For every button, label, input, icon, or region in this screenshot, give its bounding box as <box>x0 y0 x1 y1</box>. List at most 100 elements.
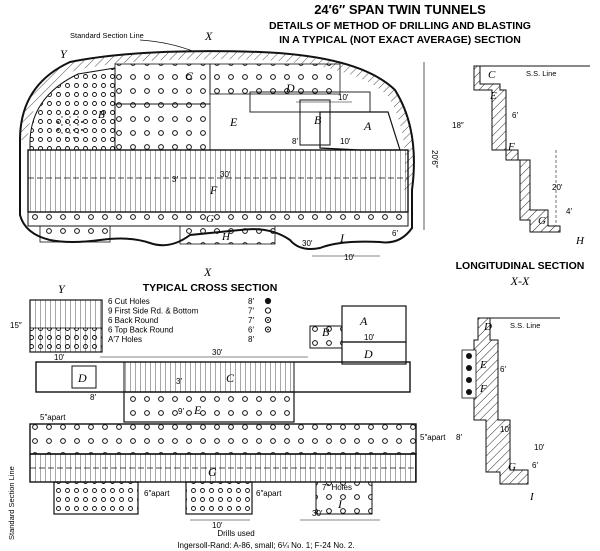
label-c-upper: C <box>185 69 194 83</box>
legend-item-depth: 8′ <box>248 335 254 344</box>
section-marker-x-top: X <box>204 29 213 43</box>
dim-d3: 8′ <box>292 137 298 146</box>
long-upper-ss-label: S.S. Line <box>526 69 556 78</box>
section-marker-x-bottom: X <box>203 265 212 279</box>
title-line-1: 24′6″ SPAN TWIN TUNNELS <box>314 2 486 17</box>
legend-item-depth: 7′ <box>248 316 254 325</box>
long-lower-hole-4 <box>466 389 472 395</box>
longitudinal-section-upper: S.S. Line C E F G H 18″ 6′ 20′ 4′ LONGIT… <box>452 65 590 288</box>
long-lower-ss-label: S.S. Line <box>510 321 540 330</box>
long-upper-e: E <box>489 90 497 102</box>
lower-dim-10a: 10′ <box>54 353 65 362</box>
zone-top-right-holes <box>209 63 341 95</box>
lower-bench-c <box>123 361 295 393</box>
lower-5apart-right: 5″apart <box>420 433 446 442</box>
zone-e-holes <box>114 103 211 151</box>
lower-heading-left-cuts <box>29 327 103 353</box>
drills-detail: Ingersoll-Rand: A-86, small; 6¼ No. 1; F… <box>177 541 354 550</box>
lower-6apart-right: 6″apart <box>256 489 282 498</box>
long-upper-d6: 6′ <box>512 111 518 120</box>
legend-item-depth: 7′ <box>248 307 254 316</box>
long-upper-h: H <box>575 235 585 247</box>
long-lower-hole-column <box>461 349 477 399</box>
lower-label-i: I <box>337 497 343 511</box>
label-e-upper: E <box>229 115 238 129</box>
long-lower-d: D <box>483 321 492 333</box>
long-upper-d4: 4′ <box>566 207 572 216</box>
caption-longitudinal-2: X-X <box>510 274 530 288</box>
lower-label-d-right: D <box>363 347 373 361</box>
legend-item: 6 Cut Holes 8′ <box>108 297 272 306</box>
long-lower-e: E <box>479 359 487 371</box>
lower-bottom-right <box>315 481 373 515</box>
lower-dim-10-bottom: 10′ <box>212 521 223 530</box>
lower-dim-30-bottom: 30′ <box>312 509 323 518</box>
caption-longitudinal-1: LONGITUDINAL SECTION <box>456 260 585 272</box>
bottom-mid-block <box>179 225 276 245</box>
long-upper-profile <box>473 65 561 233</box>
long-lower-profile <box>473 317 529 485</box>
zone-b-block <box>299 99 331 146</box>
marker-y-top: Y <box>60 47 68 61</box>
dim-d7: 30′ <box>302 239 313 248</box>
lower-label-g: G <box>208 465 217 479</box>
title-line-3: IN A TYPICAL (NOT EXACT AVERAGE) SECTION <box>279 34 521 46</box>
legend-symbol-dot-icon <box>267 319 269 321</box>
label-f-upper: F <box>209 183 218 197</box>
lower-label-d-left: D <box>77 371 87 385</box>
legend-item-label: 6 Top Back Round <box>108 326 173 335</box>
legend-symbol-icon <box>264 307 272 314</box>
long-lower-dim-2: 6′ <box>500 365 506 374</box>
lower-label-c: C <box>226 371 235 385</box>
label-b2-upper: B <box>98 109 105 121</box>
zone-d <box>249 91 371 113</box>
legend-item-label: 6 Back Round <box>108 316 158 325</box>
dim-d5: 30′ <box>220 170 231 179</box>
lower-label-a: A <box>359 314 368 328</box>
title-line-2: DETAILS OF METHOD OF DRILLING AND BLASTI… <box>269 20 531 32</box>
lower-5apart-left: 5″apart <box>40 413 66 422</box>
dim-d8: 6′ <box>392 229 398 238</box>
label-h-upper: H <box>221 231 231 243</box>
lower-block-d-right <box>341 341 407 365</box>
upper-cross-section: Standard Section Line X Y A B B C D E F <box>19 29 439 294</box>
lower-wide-holes <box>29 423 417 455</box>
long-upper-d20: 20′ <box>552 183 563 192</box>
long-lower-dim-3: 8′ <box>456 433 462 442</box>
long-lower-hole-2 <box>466 365 472 371</box>
lower-band-e <box>123 391 295 423</box>
long-lower-f: F <box>479 383 487 395</box>
standard-section-line-leader <box>139 39 196 53</box>
legend-item-depth: 8′ <box>248 297 254 306</box>
dim-d2: 10′ <box>340 137 351 146</box>
bench-f <box>27 149 409 213</box>
lower-block-d-left <box>71 365 97 389</box>
marker-y-lower: Y <box>58 282 66 296</box>
long-upper-g: G <box>538 215 546 227</box>
bench-g-row <box>27 211 409 227</box>
lower-6apart-left: 6″apart <box>144 489 170 498</box>
label-a-upper: A <box>363 119 372 133</box>
lower-label-b: B <box>322 325 330 339</box>
drills-used: Drills used <box>217 529 254 538</box>
long-lower-hole-1 <box>466 353 472 359</box>
legend-item-label: 6 Cut Holes <box>108 297 150 306</box>
lower-bottom-left <box>53 481 139 515</box>
caption-typical-cross-section: TYPICAL CROSS SECTION <box>143 282 278 294</box>
long-lower-dim-4: 10′ <box>534 443 545 452</box>
legend-item: A′7 Holes 8′ <box>108 335 254 344</box>
long-lower-dim-1: 10′ <box>500 425 511 434</box>
zone-c-holes <box>114 63 211 105</box>
cut-hole-cluster <box>56 111 84 139</box>
legend-item-label: A′7 Holes <box>108 335 142 344</box>
legend-item-depth: 6′ <box>248 326 254 335</box>
long-lower-g: G <box>508 461 516 473</box>
label-i-upper: I <box>339 231 345 245</box>
lower-holes-7: 7″ Holes <box>322 483 352 492</box>
long-lower-i: I <box>529 491 535 503</box>
standard-section-line-label: Standard Section Line <box>70 31 144 40</box>
legend-item: 6 Back Round 7′ <box>108 316 272 325</box>
legend-item: 6 Top Back Round 6′ <box>108 326 272 335</box>
